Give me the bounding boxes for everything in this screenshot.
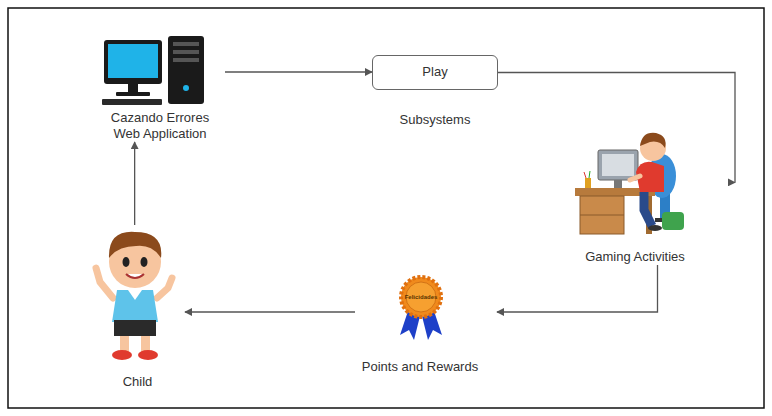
child-figure-part (141, 257, 148, 267)
child-figure (96, 232, 172, 360)
computer-icon-part (116, 92, 150, 96)
reward-badge-part (401, 277, 441, 317)
kid-at-desk-illustration-part (640, 133, 666, 148)
child-figure-part (123, 257, 130, 267)
badge-text: Felicidades (405, 294, 438, 300)
node-text: Child (123, 374, 153, 390)
node-text: Points and Rewards (362, 359, 478, 375)
kid-at-desk-illustration-part (644, 192, 652, 226)
child-figure-part (114, 320, 156, 336)
kid-at-desk-illustration-part (598, 150, 638, 180)
activity-node: Gaming Activities (560, 125, 710, 265)
reward-badge (400, 277, 442, 340)
child-figure-part (109, 232, 161, 258)
computer-icon-part (104, 40, 162, 84)
computer-node: Cazando Errores Web Application (95, 30, 225, 142)
kid-at-desk-illustration-part (580, 196, 624, 234)
child-figure-part (126, 274, 144, 278)
child-figure-part (112, 350, 132, 360)
flow-arrow (498, 73, 735, 183)
child-figure-part (112, 290, 158, 322)
kid-at-desk-illustration-part (602, 154, 634, 176)
kid-at-desk-illustration-part (589, 171, 590, 178)
flow-arrow (134, 142, 135, 225)
computer-icon-part (102, 99, 162, 105)
computer-icon (102, 36, 204, 105)
computer-icon-part (108, 44, 158, 78)
child-figure-part (96, 268, 113, 298)
node-text: Cazando Errores Web Application (101, 110, 219, 143)
process-box: Play (372, 55, 498, 90)
computer-icon-part (183, 85, 189, 91)
frame (8, 8, 764, 408)
node-text: Gaming Activities (585, 249, 685, 265)
kid-at-desk-illustration (575, 133, 684, 234)
child-figure-part (141, 336, 150, 352)
kid-at-desk-illustration-part (584, 172, 586, 178)
flow-arrow (185, 311, 355, 312)
kid-at-desk-illustration-part (648, 225, 662, 231)
kid-at-desk-illustration-part (662, 212, 684, 230)
computer-icon-part (128, 84, 138, 92)
computer-icon-part (173, 50, 199, 54)
child-figure-part (128, 290, 142, 300)
subsystem-label: Subsystems (400, 112, 471, 127)
child-figure-part (120, 336, 129, 352)
child-figure-part (157, 278, 172, 298)
computer-icon-part (173, 42, 199, 46)
child-figure-part (138, 350, 158, 360)
kid-at-desk-illustration-part (580, 215, 624, 216)
node-text: Play (422, 64, 447, 80)
kid-at-desk-illustration-part (585, 178, 591, 188)
computer-icon-part (173, 58, 199, 62)
computer-icon-part (168, 36, 204, 104)
flow-arrow (225, 71, 372, 72)
flow-arrow (497, 265, 658, 312)
reward-node: Points and Rewards (355, 275, 485, 375)
kid-at-desk-illustration-part (614, 180, 622, 188)
actor-node: Child (90, 225, 185, 390)
kid-at-desk-illustration-part (630, 176, 640, 180)
